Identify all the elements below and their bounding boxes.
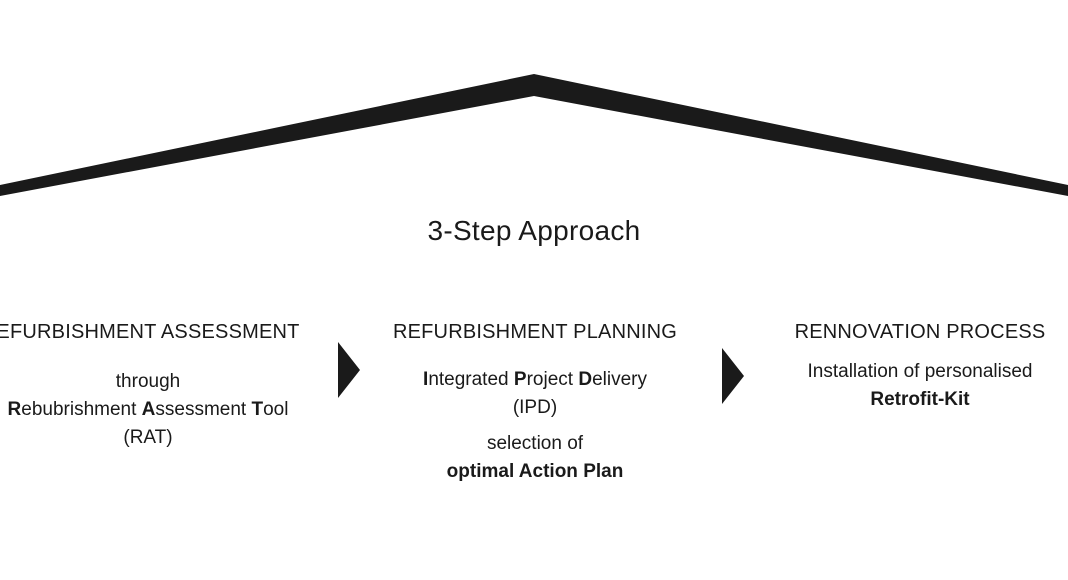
step-text-line: (RAT) — [0, 424, 328, 452]
text: ool — [263, 399, 289, 420]
step-body: Integrated Project Delivery (IPD) selectio… — [355, 366, 715, 486]
step-text-line: Integrated Project Delivery — [355, 366, 715, 394]
step-text-line: Installation of personalised — [740, 358, 1068, 386]
bold-text: D — [578, 369, 593, 390]
text: through — [115, 371, 181, 392]
bold-text: A — [141, 399, 156, 420]
roof-shape — [0, 74, 1068, 196]
step-text-line: (IPD) — [355, 394, 715, 422]
step-refurbishment-planning: REFURBISHMENT PLANNING Integrated Projec… — [355, 318, 715, 486]
bold-text: P — [513, 369, 527, 390]
step-heading: REFURBISHMENT PLANNING — [392, 321, 678, 343]
text: selection of — [486, 433, 584, 454]
diagram-title: 3-Step Approach — [427, 215, 641, 246]
arrow-right-icon — [338, 342, 360, 398]
text: (IPD) — [512, 397, 558, 418]
step-text-line: Retrofit-Kit — [740, 386, 1068, 414]
bold-text: optimal Action Plan — [446, 461, 624, 482]
text: ntegrated — [428, 369, 514, 390]
step-rennovation-process: RENNOVATION PROCESS Installation of pers… — [740, 318, 1068, 414]
step-text-line: selection of — [355, 430, 715, 458]
text: ebubrishment — [21, 399, 142, 420]
bold-text: T — [251, 399, 264, 420]
text: elivery — [592, 369, 647, 390]
line-spacer — [355, 422, 715, 430]
step-text-line: through — [0, 368, 328, 396]
step-heading: RENNOVATION PROCESS — [794, 321, 1046, 343]
step-text-line: Rebubrishment Assessment Tool — [0, 396, 328, 424]
text: Installation of personalised — [807, 361, 1033, 382]
text: (RAT) — [123, 427, 173, 448]
text: roject — [526, 369, 579, 390]
bold-text: I — [423, 369, 429, 390]
step-heading: EFURBISHMENT ASSESSMENT — [0, 321, 300, 343]
text: ssessment — [155, 399, 252, 420]
arrow-right-icon — [722, 348, 744, 404]
bold-text: Retrofit-Kit — [870, 389, 970, 410]
step-text-line: optimal Action Plan — [355, 458, 715, 486]
bold-text: R — [7, 399, 22, 420]
